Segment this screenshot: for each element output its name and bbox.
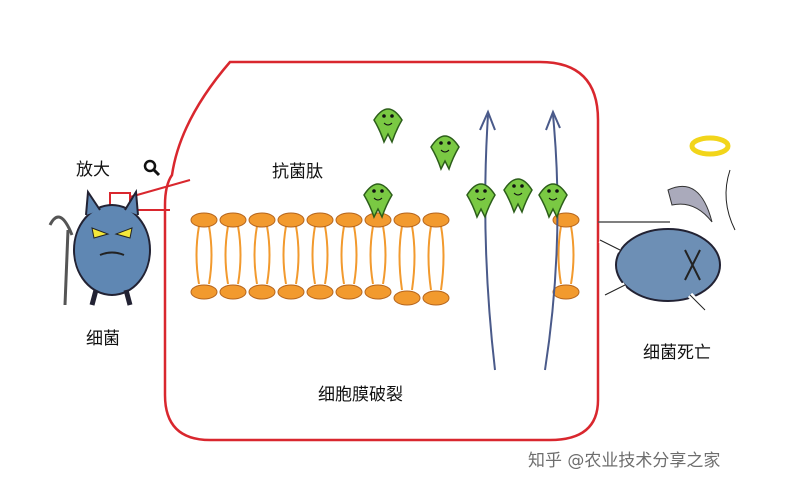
lipid-molecule <box>248 212 276 300</box>
lipid-molecule <box>335 212 363 300</box>
label-magnify: 放大 <box>76 160 110 180</box>
watermark: 知乎 @农业技术分享之家 <box>528 451 721 471</box>
peptide-character <box>538 183 568 219</box>
peptide-character <box>373 108 403 144</box>
scythe-icon <box>667 185 713 223</box>
lipid-bilayer <box>190 212 580 306</box>
connector-line <box>129 179 191 198</box>
lipid-molecule <box>306 212 334 300</box>
magnified-frame <box>163 60 600 442</box>
lipid-molecule <box>552 212 580 300</box>
peptide-character <box>430 135 460 171</box>
peptide-character <box>363 183 393 219</box>
label-bacteria: 细菌 <box>86 329 120 349</box>
label-membrane-rupture: 细胞膜破裂 <box>318 385 403 405</box>
label-peptide: 抗菌肽 <box>272 162 323 182</box>
dead-bacteria-character <box>598 135 736 313</box>
lipid-molecule <box>364 212 392 300</box>
halo-icon <box>689 135 731 157</box>
lipid-molecule <box>219 212 247 300</box>
label-bacteria-death: 细菌死亡 <box>643 343 711 363</box>
lipid-molecule <box>277 212 305 300</box>
magnifier-icon <box>143 159 161 177</box>
lipid-molecule <box>393 212 421 306</box>
bacteria-character <box>48 188 151 306</box>
lipid-molecule <box>422 212 450 306</box>
scythe-icon <box>48 215 74 236</box>
lipid-molecule <box>190 212 218 300</box>
arrow-up-icon <box>479 109 561 371</box>
peptides <box>363 108 568 219</box>
peptide-character <box>466 183 496 219</box>
peptide-character <box>503 178 533 214</box>
